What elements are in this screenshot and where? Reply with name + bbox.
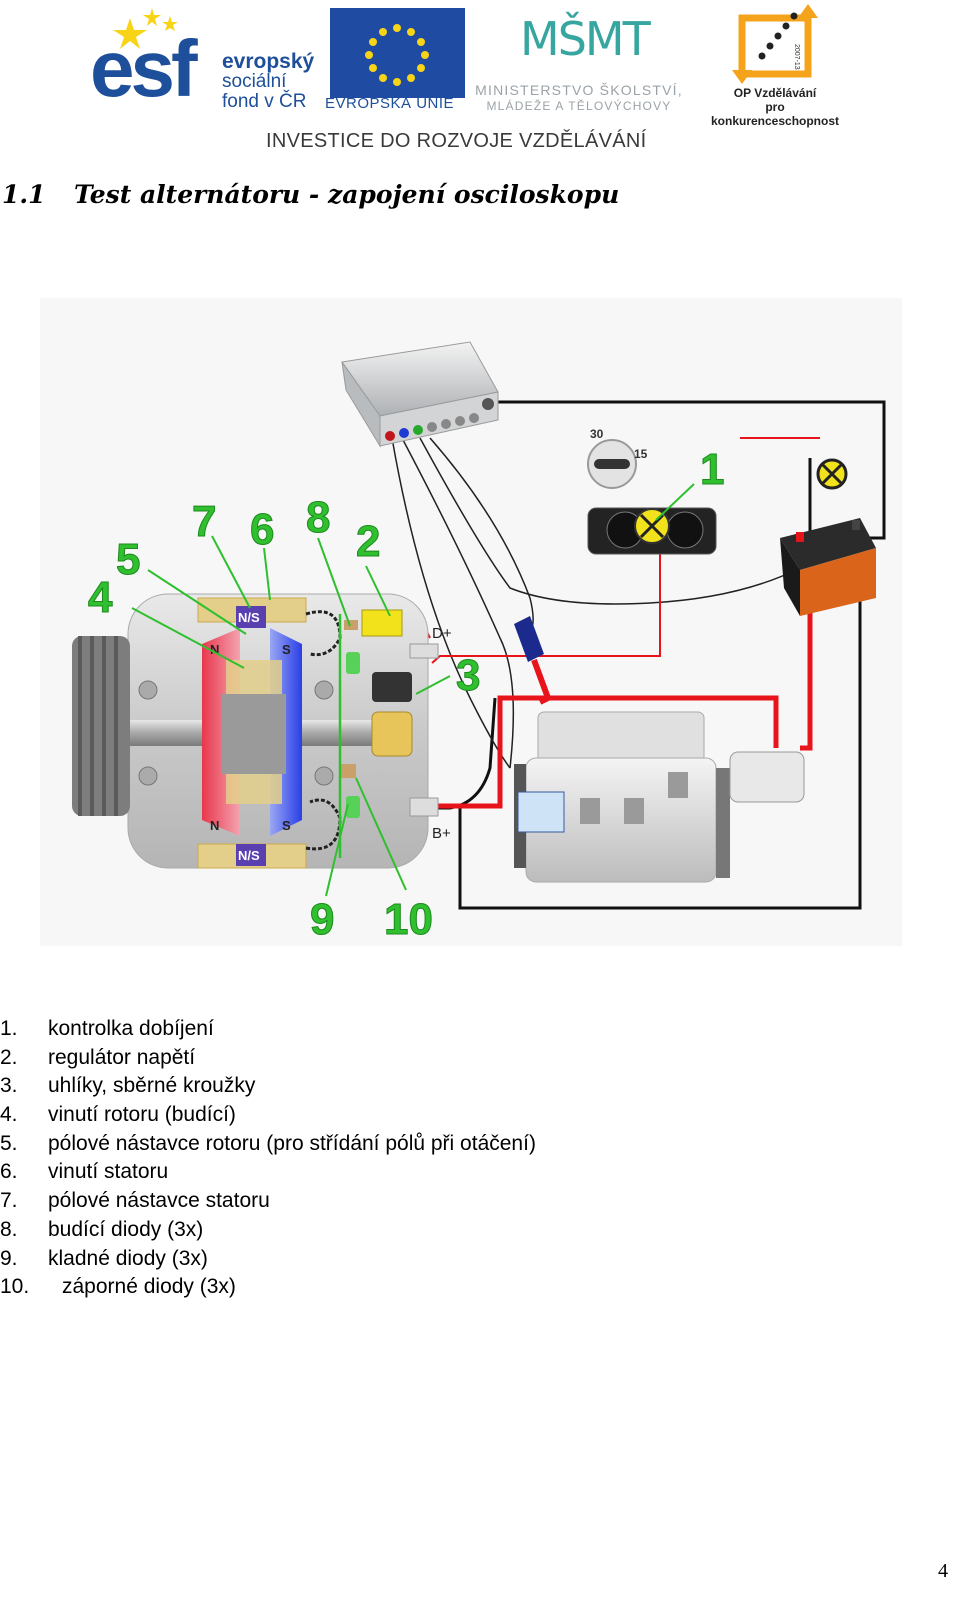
msmt-logo: MŠMT MINISTERSTVO ŠKOLSTVÍ, MLÁDEŽE A TĚ… xyxy=(466,2,696,117)
legend-text: záporné diody (3x) xyxy=(62,1275,236,1299)
msmt-line-2: MLÁDEŽE A TĚLOVÝCHOVY xyxy=(486,99,672,113)
msmt-line-1: MINISTERSTVO ŠKOLSTVÍ, xyxy=(475,82,683,98)
callout-5: 5 xyxy=(116,535,140,584)
legend-item: 6. vinutí statoru xyxy=(0,1158,800,1187)
esf-letters: esf xyxy=(90,24,198,113)
terminal-label-b-plus: B+ xyxy=(432,825,451,842)
legend-number: 1. xyxy=(0,1017,18,1040)
terminal-b-plus xyxy=(409,797,439,817)
alternator-oscilloscope-diagram: 30 15 xyxy=(40,298,902,946)
legend-text: vinutí statoru xyxy=(48,1160,169,1184)
brush-holder xyxy=(372,672,412,702)
legend-text: uhlíky, sběrné kroužky xyxy=(48,1074,256,1098)
dashboard-icon xyxy=(587,507,717,555)
callout-leaders xyxy=(131,483,695,897)
section-title: Test alternátoru - zapojení osciloskopu xyxy=(74,180,620,209)
ignition-label-30: 30 xyxy=(590,427,604,441)
callout-8: 8 xyxy=(306,493,330,542)
battery-icon xyxy=(780,518,876,616)
legend-item: 9. kladné diody (3x) xyxy=(0,1245,800,1274)
legend-number: 6. xyxy=(0,1160,18,1184)
legend-number: 2. xyxy=(0,1045,18,1069)
legend-item: 1. kontrolka dobíjení xyxy=(0,1015,800,1044)
callout-9: 9 xyxy=(310,895,334,944)
rotor-label-n-bottom: N xyxy=(210,818,219,833)
esf-logo: esf evropský sociální fond v ČR xyxy=(90,4,320,114)
ignition-switch-icon: 30 15 xyxy=(587,427,648,489)
current-clamp-icon xyxy=(514,616,552,705)
op-years: 2007-13 xyxy=(793,44,800,70)
legend-text: vinutí rotoru (budící) xyxy=(48,1103,236,1127)
esf-mark-icon xyxy=(113,8,178,49)
engine-flywheel xyxy=(716,768,730,878)
op-logo: 2007-13 OP Vzdělávání pro konkurencescho… xyxy=(700,4,850,128)
scope-probe-cables xyxy=(391,437,801,769)
op-line-2: pro konkurenceschopnost xyxy=(710,100,840,128)
callout-7: 7 xyxy=(192,497,216,546)
indicator-lamp-icon xyxy=(816,458,848,490)
legend-text: pólové nástavce statoru xyxy=(48,1189,270,1213)
op-line-1: OP Vzdělávání xyxy=(733,86,817,100)
legend-text: kladné diody (3x) xyxy=(48,1246,208,1270)
esf-line-2: sociální xyxy=(222,71,287,92)
legend-text: pólové nástavce rotoru (pro střídání pól… xyxy=(48,1131,536,1155)
rotor-label-n-top: N xyxy=(210,642,219,657)
legend-text: kontrolka dobíjení xyxy=(48,1017,214,1040)
engine-icon xyxy=(514,711,805,883)
tagline: INVESTICE DO ROZVOJE VZDĚLÁVÁNÍ xyxy=(266,130,647,152)
eu-caption: EVROPSKÁ UNIE xyxy=(325,95,455,112)
scope-inputs xyxy=(385,398,494,441)
diodes xyxy=(340,620,360,818)
oscilloscope-icon xyxy=(341,341,499,448)
section-heading: 1.1 Test alternátoru - zapojení oscilosko… xyxy=(2,180,619,209)
legend-item: 4. vinutí rotoru (budící) xyxy=(0,1101,800,1130)
legend-item: 5. pólové nástavce rotoru (pro střídání p… xyxy=(0,1130,800,1159)
ignition-label-15: 15 xyxy=(634,447,648,461)
rotor-label-s-top: S xyxy=(282,642,291,657)
legend-text: regulátor napětí xyxy=(48,1045,196,1069)
terminal-label-d-plus: D+ xyxy=(432,625,452,642)
callout-10: 10 xyxy=(384,895,433,944)
legend-number: 8. xyxy=(0,1217,18,1241)
legend-number: 7. xyxy=(0,1189,18,1213)
legend-item: 2. regulátor napětí xyxy=(0,1044,800,1073)
logo-bar: esf evropský sociální fond v ČR EVROPSKÁ… xyxy=(0,0,960,160)
legend-item: 8. budící diody (3x) xyxy=(0,1216,800,1245)
callout-4: 4 xyxy=(88,573,113,622)
esf-line-1: evropský xyxy=(222,50,315,73)
msmt-letters: MŠMT xyxy=(520,12,651,66)
red-wires xyxy=(379,437,820,809)
rotor-label-s-bottom: S xyxy=(282,818,291,833)
esf-line-3: fond v ČR xyxy=(222,91,307,112)
pole-label-top: N/S xyxy=(238,610,260,625)
legend-item: 10. záporné diody (3x) xyxy=(0,1273,800,1302)
starter-motor xyxy=(729,751,805,803)
page-number: 4 xyxy=(938,1560,948,1582)
legend-list: 1. kontrolka dobíjení 2. regulátor napětí 3.… xyxy=(0,1015,800,1302)
legend-number: 3. xyxy=(0,1074,18,1098)
callout-6: 6 xyxy=(250,505,274,554)
regulator xyxy=(361,609,403,637)
pole-label-bottom: N/S xyxy=(238,848,260,863)
callout-2: 2 xyxy=(356,517,380,566)
op-arrows-icon xyxy=(732,4,818,84)
eu-flag-icon xyxy=(330,8,465,98)
slip-rings xyxy=(371,711,413,757)
section-number: 1.1 xyxy=(2,180,46,209)
legend-number: 5. xyxy=(0,1131,18,1155)
callout-3: 3 xyxy=(456,651,480,700)
callout-1: 1 xyxy=(700,445,724,494)
pulley-icon xyxy=(72,636,130,816)
legend-number: 9. xyxy=(0,1246,18,1270)
legend-number: 10. xyxy=(0,1275,30,1299)
legend-item: 7. pólové nástavce statoru xyxy=(0,1187,800,1216)
legend-item: 3. uhlíky, sběrné kroužky xyxy=(0,1072,800,1101)
terminal-d-plus xyxy=(409,643,439,659)
legend-number: 4. xyxy=(0,1103,18,1127)
legend-text: budící diody (3x) xyxy=(48,1217,204,1241)
alternator-icon: N/S N/S N S N S D+ B+ xyxy=(72,593,452,869)
